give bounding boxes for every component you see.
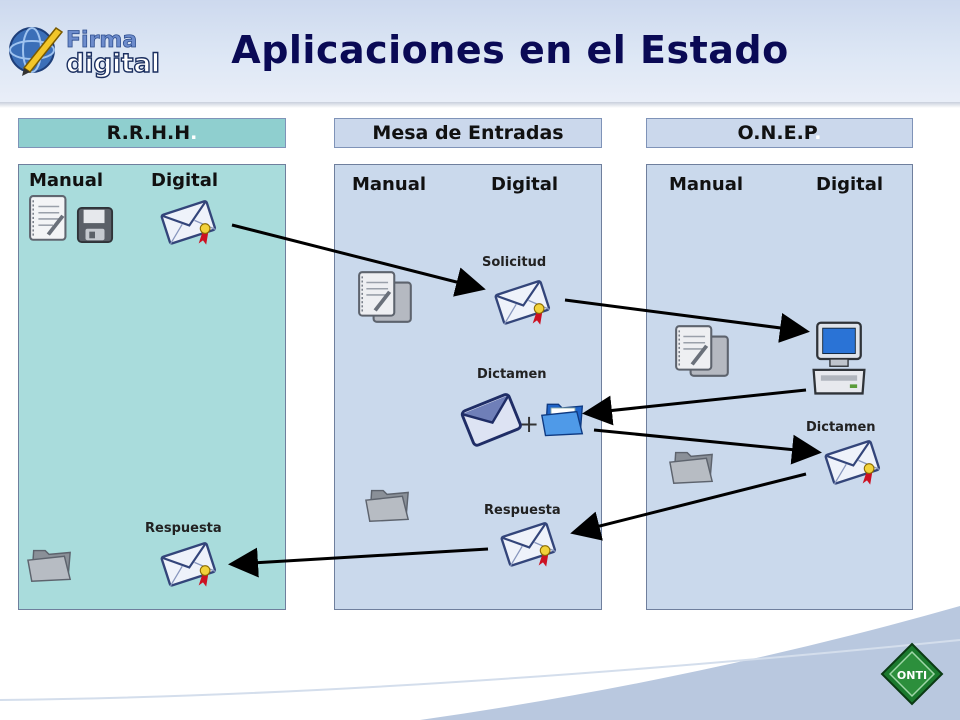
logo-text-top: Firma: [66, 28, 137, 53]
column-header-onep: O.N.E.P.: [646, 118, 913, 148]
column-header-rrhh: R.R.H.H.: [18, 118, 286, 148]
column-title-onep: O.N.E.P: [737, 122, 815, 144]
arrow-respuesta-to-rrhh: [228, 547, 489, 578]
column-title-rrhh: R.R.H.H: [106, 122, 191, 144]
mesa-manual-label: Manual: [352, 174, 427, 195]
respuesta-rrhh-label: Respuesta: [145, 521, 222, 536]
arrow-rrhh-to-solicitud: [231, 223, 486, 297]
column-title-rrhh-dot: .: [190, 122, 198, 144]
plus-sign: +: [519, 410, 540, 438]
dictamen-onep-label: Dictamen: [806, 420, 876, 435]
rrhh-digital-label: Digital: [151, 170, 219, 191]
dictamen-mesa-label: Dictamen: [477, 367, 547, 382]
onti-badge-icon: ONTI: [880, 642, 944, 706]
respuesta-mesa-label: Respuesta: [484, 503, 561, 518]
panel-mesa: [334, 164, 602, 610]
onep-digital-label: Digital: [816, 174, 884, 195]
footer-decoration: [0, 606, 960, 720]
rrhh-manual-label: Manual: [29, 170, 104, 191]
arrow-dictamen-to-respuesta: [570, 472, 807, 541]
logo-text-bottom: digital: [66, 49, 160, 79]
column-header-mesa: Mesa de Entradas: [334, 118, 602, 148]
panel-onep: [646, 164, 913, 610]
onti-text: ONTI: [897, 669, 927, 682]
arrow-folder-to-dictamen: [593, 428, 822, 465]
solicitud-label: Solicitud: [482, 255, 547, 270]
arrow-solicitud-to-computer: [564, 298, 810, 343]
onep-manual-label: Manual: [669, 174, 744, 195]
header-shadow: [0, 102, 960, 108]
firma-digital-logo: Firma digital: [9, 26, 161, 80]
column-title-onep-dot: .: [814, 122, 822, 144]
column-title-mesa: Mesa de Entradas: [372, 122, 564, 144]
page-title: Aplicaciones en el Estado: [231, 28, 789, 72]
mesa-digital-label: Digital: [491, 174, 559, 195]
arrow-computer-to-folder: [582, 388, 807, 426]
